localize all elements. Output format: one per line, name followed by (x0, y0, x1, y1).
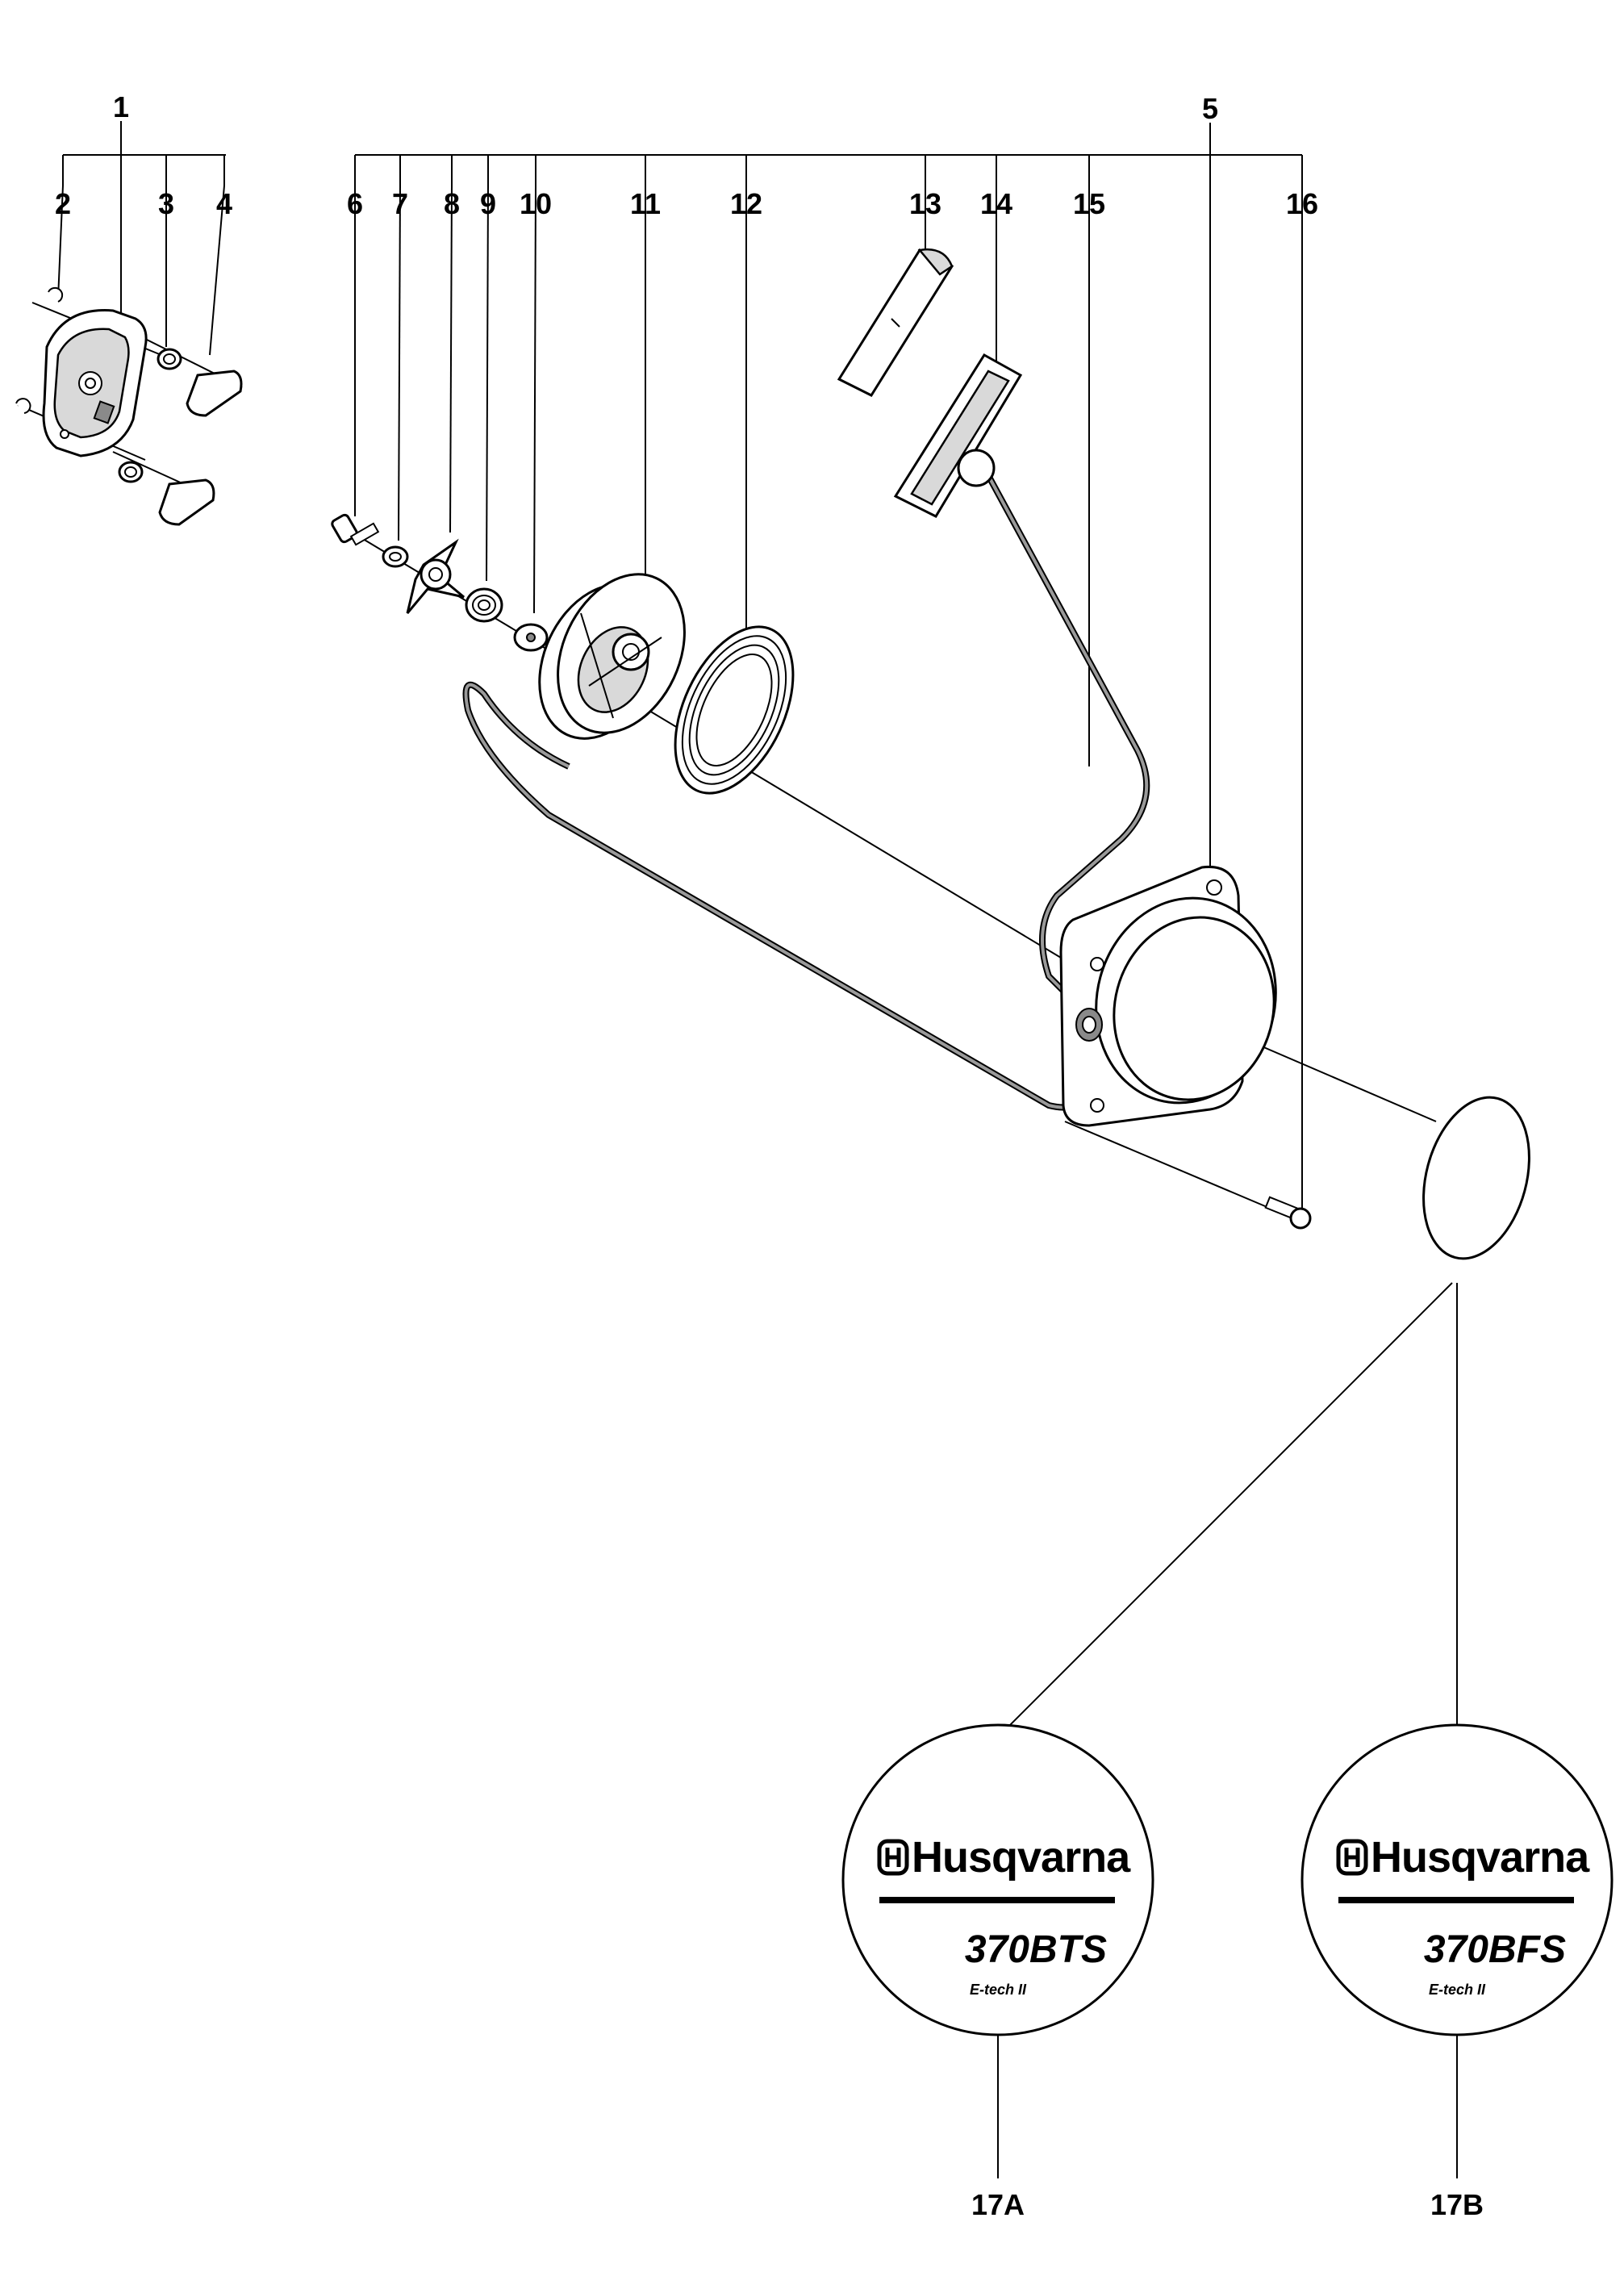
callout-5: 5 (1202, 92, 1218, 125)
decal-17a-model: 370BTS (965, 1928, 1107, 1971)
decal-17b-brand: Husqvarna (1371, 1833, 1590, 1882)
decal-17b-tag: E-tech II (1429, 1982, 1486, 1998)
pawl-housing-assembly (15, 286, 243, 526)
husqvarna-logo-icon (1336, 1839, 1368, 1876)
pulley-hardware (331, 513, 549, 652)
leader-lines (17, 185, 1458, 2178)
starter-rope (462, 466, 1150, 1111)
decal-17b-model: 370BFS (1424, 1928, 1566, 1971)
decal-17a-tag: E-tech II (970, 1982, 1027, 1998)
callout-17a: 17A (971, 2188, 1025, 2221)
callout-4: 4 (216, 187, 232, 220)
recoil-spring (674, 625, 795, 795)
starter-handle (837, 248, 1023, 518)
callout-brackets (62, 121, 1303, 871)
callout-17b: 17B (1430, 2188, 1484, 2221)
decal-17a: Husqvarna 370BTS E-tech II (841, 1723, 1154, 2036)
housing-screw (1264, 1196, 1312, 1230)
starter-housing (1059, 865, 1277, 1127)
husqvarna-logo-icon (877, 1839, 909, 1876)
callout-labels: 1 2 3 4 5 6 7 8 9 10 11 12 13 14 15 16 1… (55, 90, 1484, 2221)
decal-blank (1422, 1096, 1530, 1260)
decal-17b: Husqvarna 370BFS E-tech II (1300, 1723, 1614, 2036)
rope-pulley (538, 573, 686, 740)
callout-1: 1 (113, 90, 129, 123)
decal-17a-brand: Husqvarna (912, 1833, 1131, 1882)
